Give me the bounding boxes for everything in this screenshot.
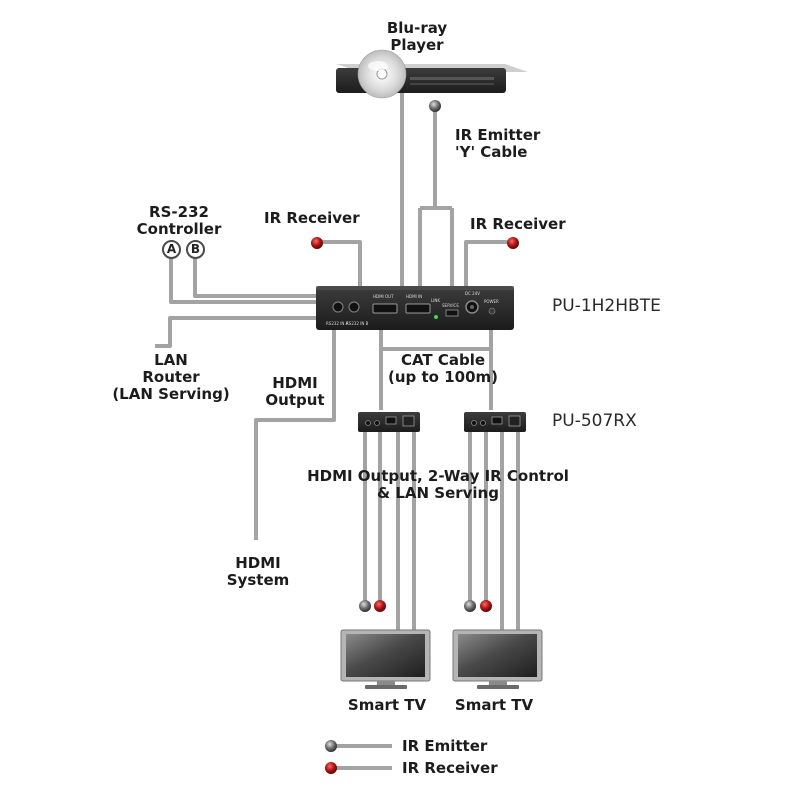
ir-receiver-dot-tv-right xyxy=(480,600,492,612)
panel-power-text: POWER xyxy=(484,299,499,304)
cat-cable-label: CAT Cable (up to 100m) xyxy=(388,351,498,386)
smart-tv-left-label: Smart TV xyxy=(347,696,427,714)
receiver-left xyxy=(358,412,420,432)
ir-receiver-left-cable xyxy=(322,240,362,290)
rs232-port-b-badge: B xyxy=(186,240,205,259)
rs232-a-cable xyxy=(169,258,318,304)
panel-link-text: LINK xyxy=(431,298,440,303)
transmitter-model-label: PU-1H2HBTE xyxy=(552,296,661,316)
receiver-right xyxy=(464,412,526,432)
hdmi-system-label: HDMI System xyxy=(226,554,290,589)
smart-tv-right-label: Smart TV xyxy=(454,696,534,714)
receiver-model-label: PU-507RX xyxy=(552,411,637,431)
ir-receiver-right-cable xyxy=(464,240,510,290)
receiver-functions-label: HDMI Output, 2-Way IR Control & LAN Serv… xyxy=(307,467,569,502)
rs232-port-a-badge: A xyxy=(162,240,181,259)
ir-receiver-right-label: IR Receiver xyxy=(470,215,566,233)
rx-left-cables xyxy=(363,432,416,632)
ir-receiver-left-label: IR Receiver xyxy=(264,209,360,227)
rs232-controller-label: RS-232 Controller xyxy=(136,203,222,238)
hdmi-output-label: HDMI Output xyxy=(265,374,325,409)
ir-receiver-dot-right xyxy=(507,237,519,249)
smart-tv-left xyxy=(340,629,431,689)
lan-cable xyxy=(155,316,318,348)
ir-emitter-dot-tv-left xyxy=(359,600,371,612)
panel-service-text: SERVICE xyxy=(442,303,459,308)
panel-rs232-b-text: RS232 IN B xyxy=(346,321,369,326)
lan-router-label: LAN Router (LAN Serving) xyxy=(112,351,230,403)
panel-dc-text: DC 24V xyxy=(465,291,480,296)
ir-emitter-y-cable xyxy=(418,108,454,290)
panel-hdmi-out-text: HDMI OUT xyxy=(373,294,394,299)
panel-rs232-a-text: RS232 IN A xyxy=(326,321,349,326)
bluray-player-label: Blu-ray Player xyxy=(386,19,448,54)
ir-emitter-dot-tv-right xyxy=(464,600,476,612)
legend-emitter-label: IR Emitter xyxy=(402,737,488,755)
ir-emitter-y-cable-label: IR Emitter 'Y' Cable xyxy=(455,126,541,161)
rs232-b-cable xyxy=(193,258,318,298)
rx-right-cables xyxy=(468,432,520,632)
legend-receiver-dot xyxy=(325,762,337,774)
hdmi-output-cable xyxy=(254,328,336,540)
cables xyxy=(155,92,520,770)
panel-hdmi-in-text: HDMI IN xyxy=(406,294,422,299)
legend-receiver-label: IR Receiver xyxy=(402,759,498,777)
ir-receiver-dot-tv-left xyxy=(374,600,386,612)
ir-emitter-dot-top xyxy=(429,100,441,112)
smart-tv-right xyxy=(452,629,543,689)
bluray-player xyxy=(336,49,528,99)
legend-emitter-dot xyxy=(325,740,337,752)
ir-receiver-dot-left xyxy=(311,237,323,249)
transmitter-box: HDMI OUT HDMI IN LINK SERVICE DC 24V POW… xyxy=(316,286,514,330)
